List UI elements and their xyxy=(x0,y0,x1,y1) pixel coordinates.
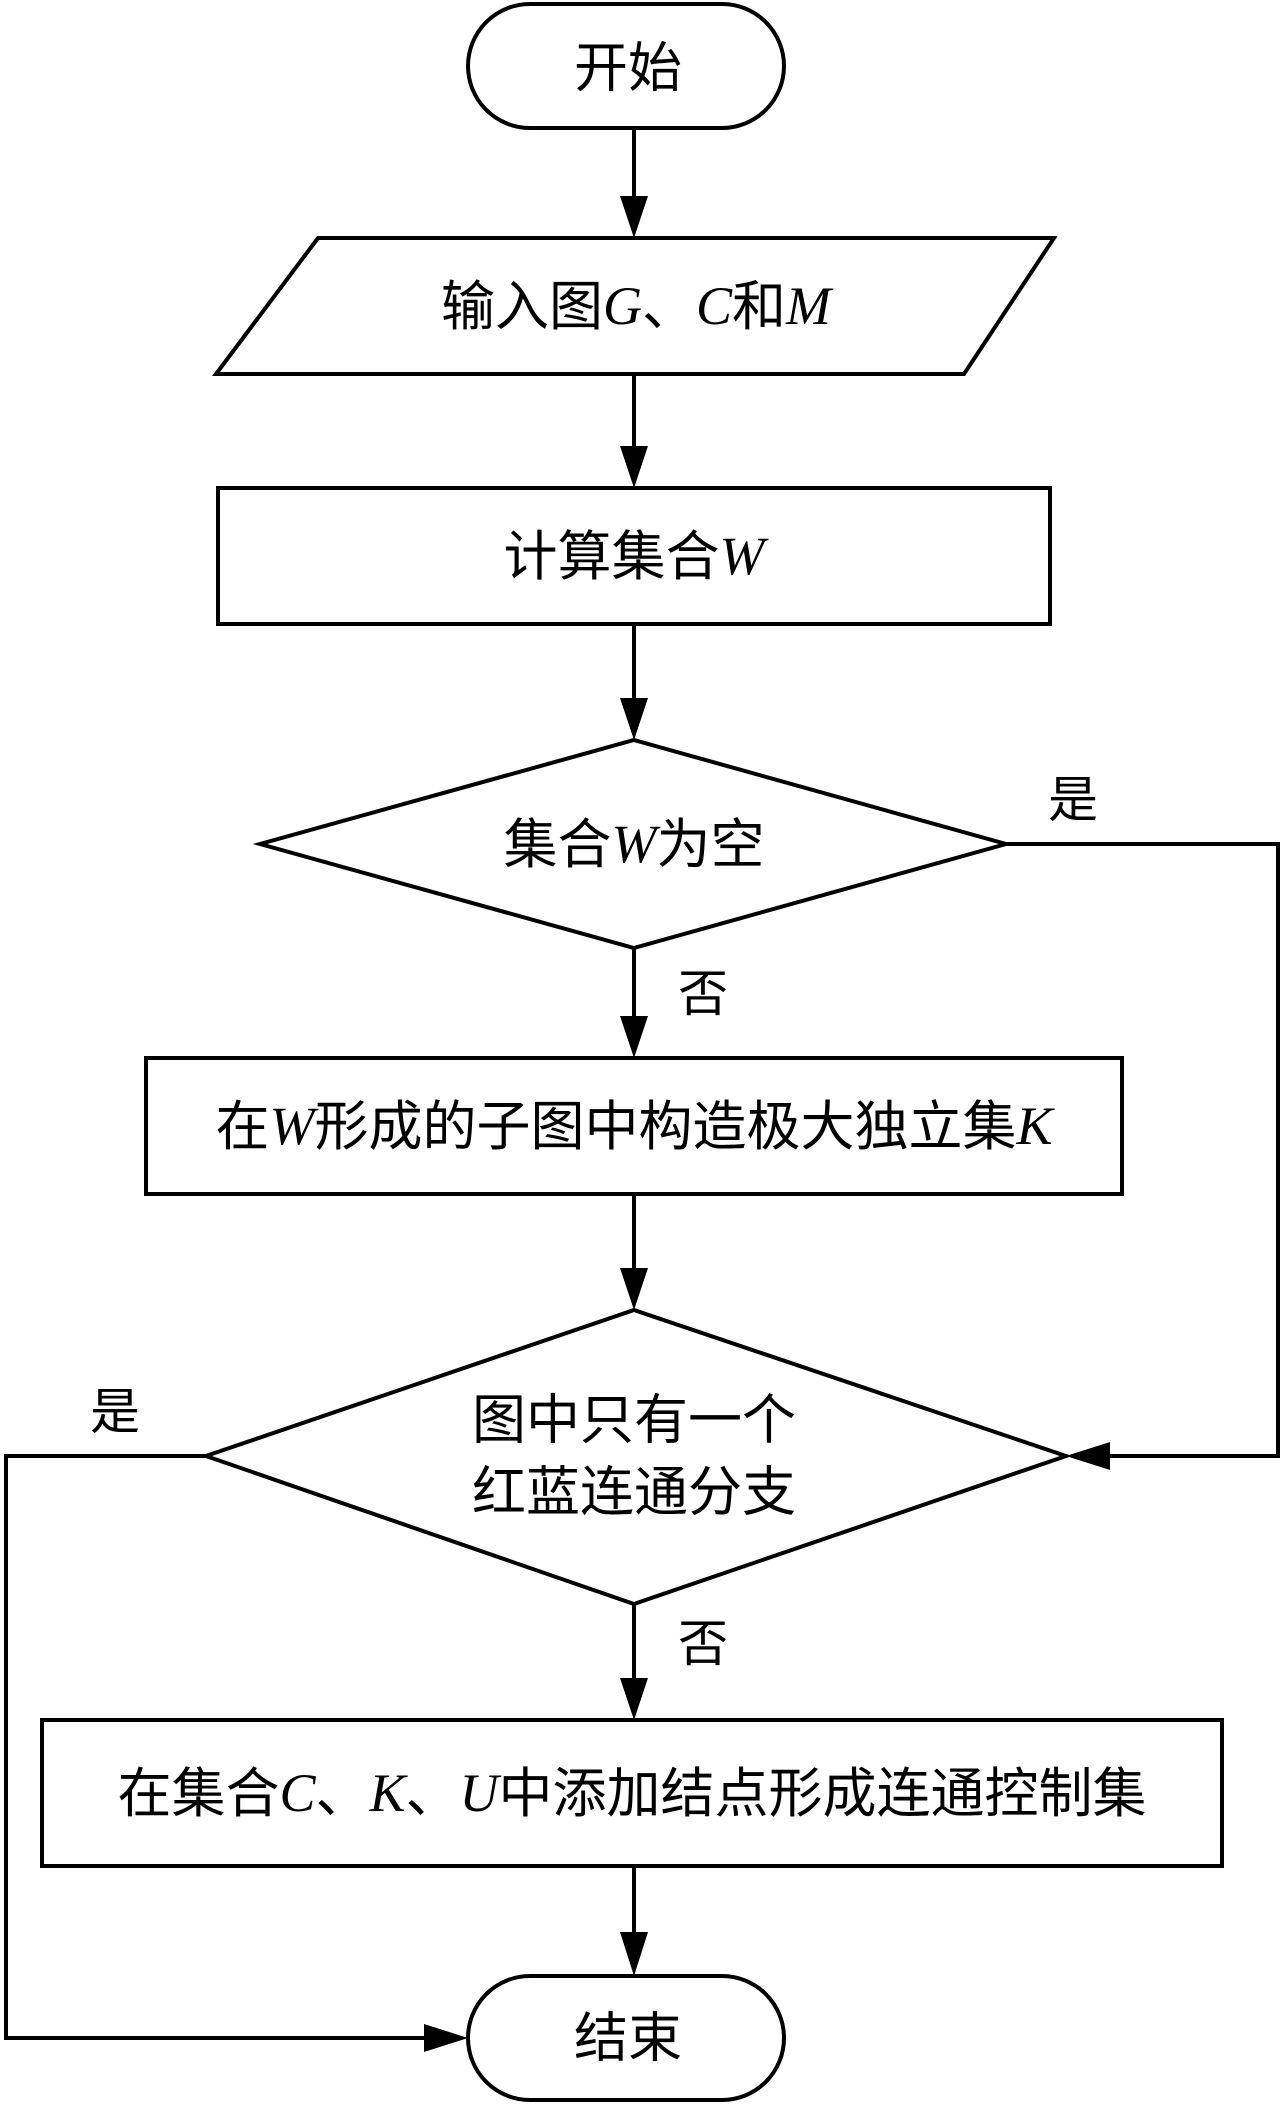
edge-w-empty-no xyxy=(620,948,648,1058)
construct-k-node: 在W形成的子图中构造极大独立集K xyxy=(144,1056,1124,1196)
input-node: 输入图G、C和M xyxy=(212,236,1058,376)
edge-add-to-end xyxy=(620,1866,648,1976)
single-no-label: 否 xyxy=(678,1615,728,1673)
single-component-decision: 图中只有一个 红蓝连通分支 xyxy=(199,1307,1073,1607)
w-empty-label: 集合W为空 xyxy=(504,813,765,876)
compute-w-label: 计算集合W xyxy=(504,525,770,588)
edge-w-empty-yes xyxy=(1006,842,1280,1470)
edge-input-to-compute xyxy=(620,374,648,488)
compute-w-node: 计算集合W xyxy=(216,486,1052,626)
single-component-line1: 图中只有一个 xyxy=(472,1389,796,1452)
end-node: 结束 xyxy=(466,1974,786,2102)
start-node: 开始 xyxy=(466,2,786,130)
start-label: 开始 xyxy=(574,37,682,100)
input-label: 输入图G、C和M xyxy=(441,275,834,338)
w-empty-decision: 集合W为空 xyxy=(252,737,1014,951)
single-component-line2: 红蓝连通分支 xyxy=(472,1461,796,1524)
edge-single-no xyxy=(620,1604,648,1720)
end-label: 结束 xyxy=(574,2007,682,2070)
edge-start-to-input xyxy=(620,128,648,238)
single-yes-label: 是 xyxy=(90,1383,140,1441)
edge-single-yes xyxy=(4,1454,468,2052)
add-nodes-label: 在集合C、K、U中添加结点形成连通控制集 xyxy=(117,1762,1146,1825)
edge-compute-to-decision xyxy=(620,624,648,740)
w-empty-no-label: 否 xyxy=(678,965,728,1023)
edge-construct-to-decision xyxy=(620,1194,648,1310)
construct-k-label: 在W形成的子图中构造极大独立集K xyxy=(215,1095,1055,1158)
add-nodes-node: 在集合C、K、U中添加结点形成连通控制集 xyxy=(40,1718,1224,1868)
w-empty-yes-label: 是 xyxy=(1048,771,1098,829)
